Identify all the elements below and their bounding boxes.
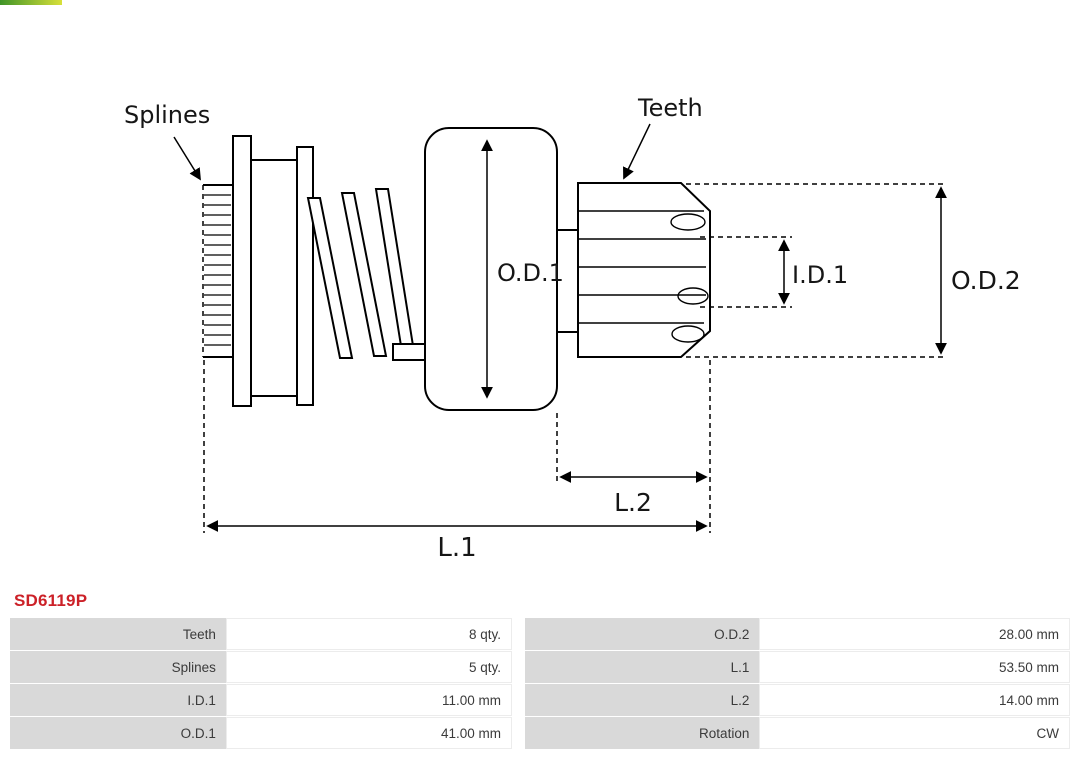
- od2-label: O.D.2: [951, 266, 1021, 295]
- spec-row-l2: L.2 14.00 mm: [525, 684, 1070, 716]
- splines-label: Splines: [124, 101, 210, 129]
- pinion-gear: [577, 182, 711, 358]
- spec-label: I.D.1: [10, 684, 226, 716]
- retainer-plate-left: [232, 135, 252, 407]
- l1-label: L.1: [437, 533, 476, 563]
- spec-value: 14.00 mm: [759, 684, 1070, 716]
- brand-logo-strip: [0, 0, 62, 5]
- spec-value: 5 qty.: [225, 651, 512, 683]
- spec-value: 11.00 mm: [225, 684, 512, 716]
- retainer-plate-right: [296, 146, 314, 406]
- spec-value: 53.50 mm: [759, 651, 1070, 683]
- spec-row-rotation: Rotation CW: [525, 717, 1070, 749]
- specs-column-right: O.D.2 28.00 mm L.1 53.50 mm L.2 14.00 mm…: [525, 618, 1070, 750]
- teeth-label: Teeth: [637, 94, 703, 122]
- spline-shaft-section: [202, 184, 234, 358]
- spec-label: L.2: [525, 684, 760, 716]
- od1-label: O.D.1: [497, 259, 564, 287]
- spec-row-od1: O.D.1 41.00 mm: [10, 717, 512, 749]
- spec-row-id1: I.D.1 11.00 mm: [10, 684, 512, 716]
- spec-row-teeth: Teeth 8 qty.: [10, 618, 512, 650]
- spec-row-od2: O.D.2 28.00 mm: [525, 618, 1070, 650]
- specs-column-left: Teeth 8 qty. Splines 5 qty. I.D.1 11.00 …: [10, 618, 512, 750]
- spec-label: Teeth: [10, 618, 226, 650]
- spec-row-l1: L.1 53.50 mm: [525, 651, 1070, 683]
- step-shaft: [557, 229, 578, 333]
- spec-label: O.D.1: [10, 717, 226, 749]
- id1-label: I.D.1: [792, 261, 848, 289]
- spec-row-splines: Splines 5 qty.: [10, 651, 512, 683]
- spec-label: Rotation: [525, 717, 760, 749]
- spec-value: 8 qty.: [225, 618, 512, 650]
- l2-label: L.2: [614, 488, 652, 517]
- technical-diagram: Splines Teeth O.D.1 I.D.1 O.D.2 L.2 L.1: [124, 94, 1021, 563]
- spec-label: O.D.2: [525, 618, 760, 650]
- product-code: SD6119P: [14, 591, 88, 610]
- hub-section: [250, 159, 298, 397]
- teeth-callout-arrow: [623, 123, 651, 180]
- dimension-extension-lines: [203, 183, 947, 533]
- spec-value: CW: [759, 717, 1070, 749]
- spec-label: L.1: [525, 651, 760, 683]
- spec-value: 28.00 mm: [759, 618, 1070, 650]
- specs-table: Teeth 8 qty. Splines 5 qty. I.D.1 11.00 …: [10, 618, 1070, 750]
- spec-label: Splines: [10, 651, 226, 683]
- starter-drive-drawing: [202, 127, 711, 411]
- splines-callout-arrow: [173, 136, 201, 181]
- spring-section: [306, 188, 426, 361]
- spec-value: 41.00 mm: [225, 717, 512, 749]
